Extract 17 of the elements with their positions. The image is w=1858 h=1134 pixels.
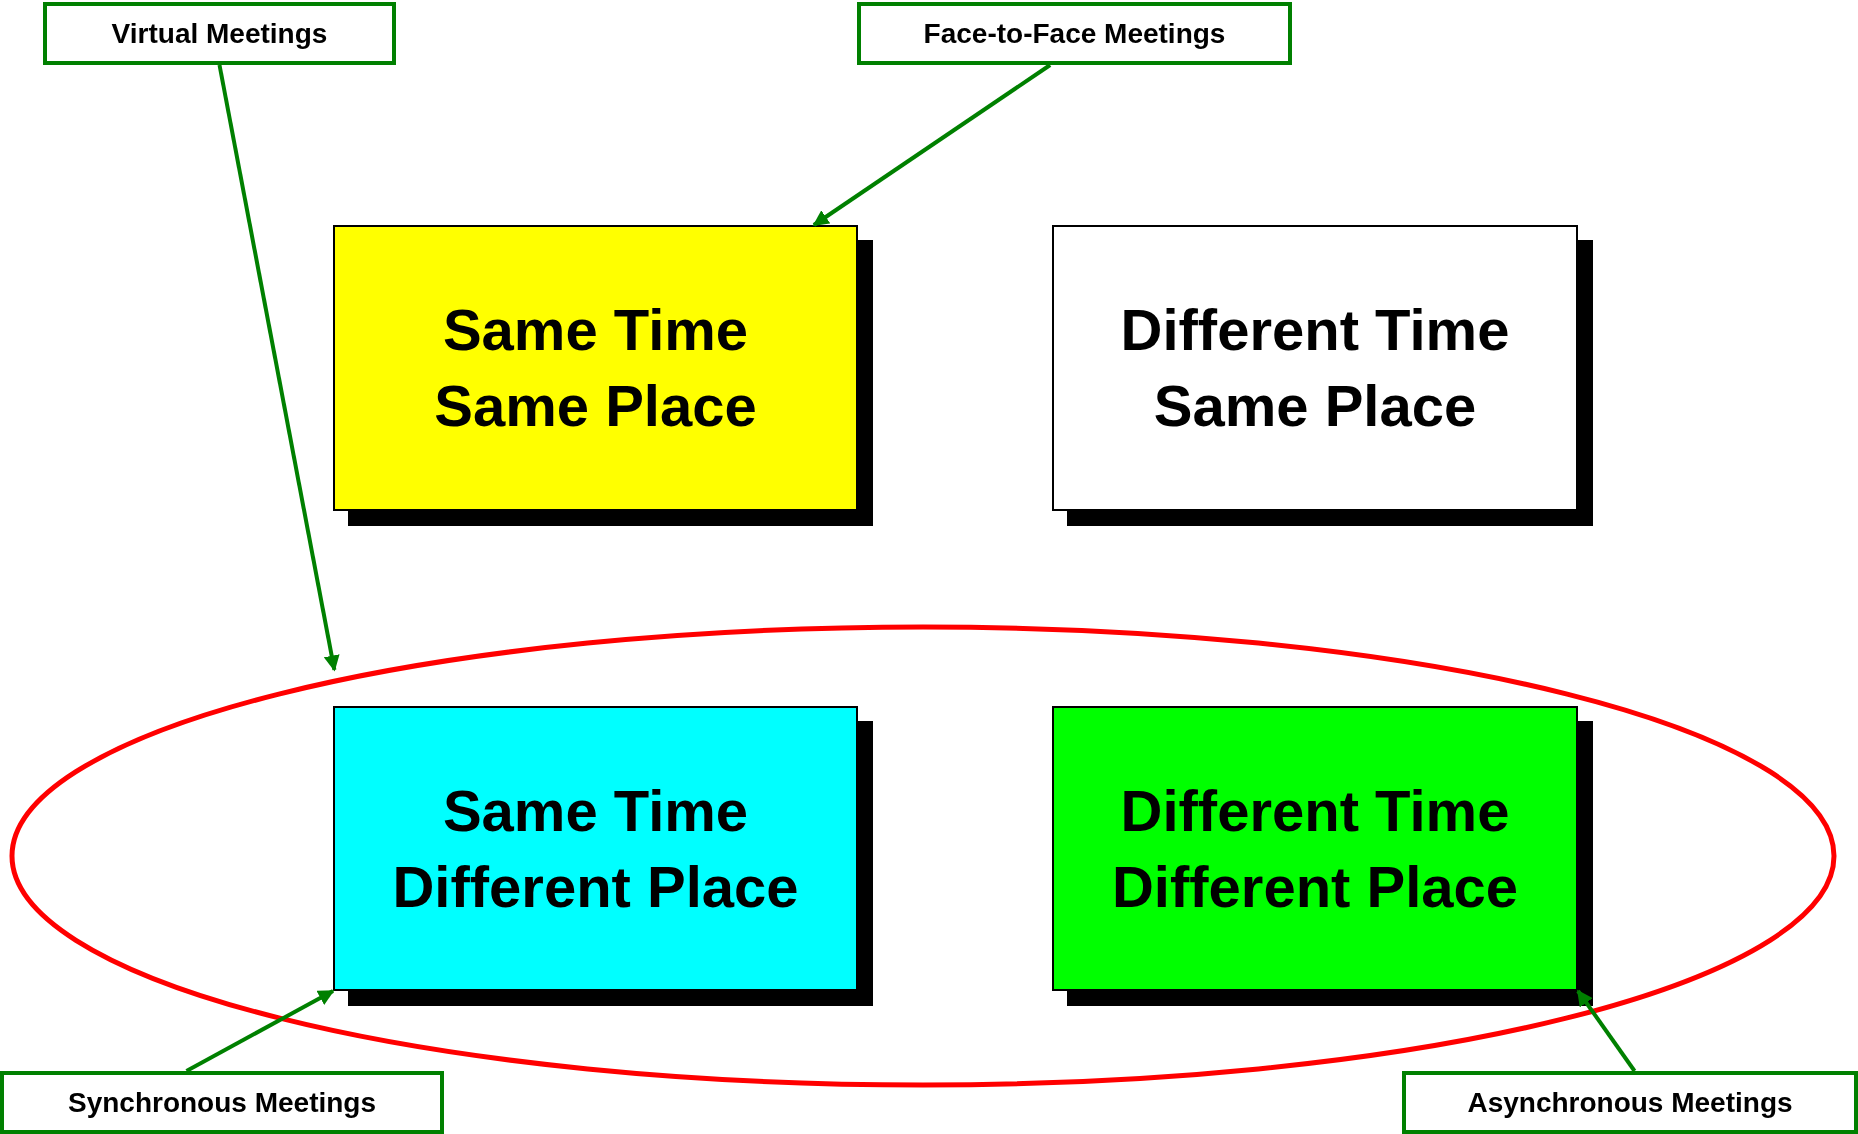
quadrant-label: Same Time Same Place [434, 296, 757, 440]
label-text: Synchronous Meetings [67, 1086, 376, 1119]
arrow [812, 63, 1052, 227]
arrow [1576, 989, 1637, 1073]
quadrant-label: Same Time Different Place [392, 776, 799, 921]
oval-outline [9, 624, 1837, 1088]
label-box [1402, 1071, 1858, 1134]
label-text: Virtual Meetings [111, 17, 328, 50]
arrow [185, 989, 335, 1073]
label-text: Face-to-Face Meetings [923, 17, 1226, 50]
quadrant-label: Different Time Same Place [1120, 296, 1510, 440]
label-box [857, 2, 1292, 65]
quadrant-label: Different Time Different Place [1111, 776, 1519, 921]
label-text: Asynchronous Meetings [1467, 1086, 1793, 1119]
label-box [0, 1071, 444, 1134]
arrow [217, 64, 340, 672]
label-box [43, 2, 396, 65]
